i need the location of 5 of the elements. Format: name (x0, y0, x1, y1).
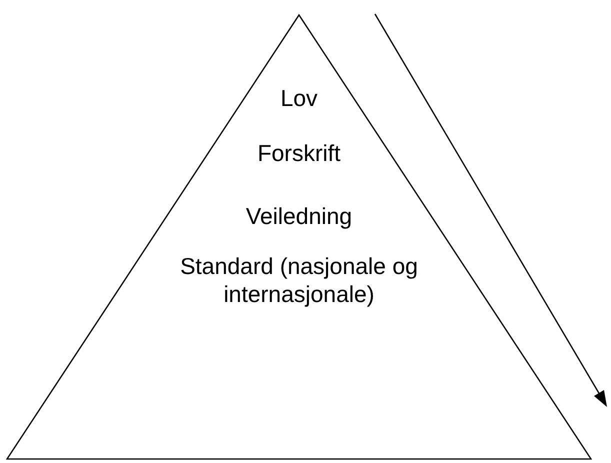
pyramid (6, 14, 592, 460)
level-label: Standard (nasjonale og internasjonale) (179, 252, 419, 308)
level-label: Lov (280, 84, 318, 112)
level-label: Forskrift (257, 139, 341, 167)
level-label: Veiledning (246, 202, 352, 230)
